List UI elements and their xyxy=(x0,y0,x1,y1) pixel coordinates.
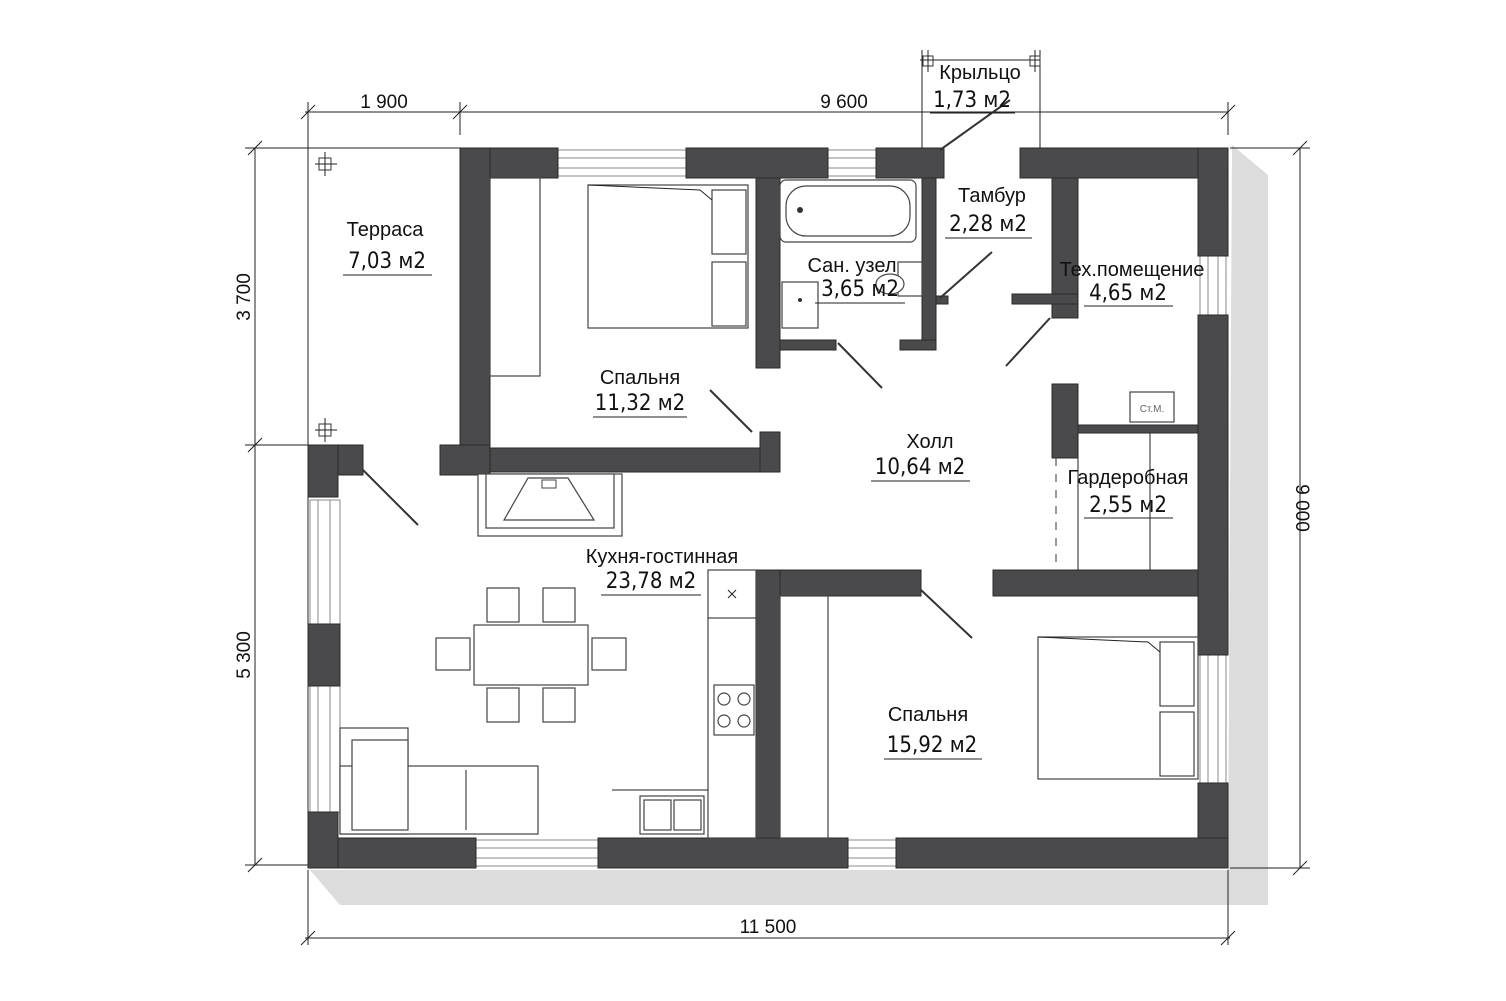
svg-text:7,03 м2: 7,03 м2 xyxy=(348,249,426,274)
svg-text:Спальня: Спальня xyxy=(888,704,968,726)
svg-text:Тамбур: Тамбур xyxy=(958,185,1026,207)
dimension-lines xyxy=(245,50,1310,946)
wardrobe-cabinet xyxy=(489,177,541,377)
room-label-bedroom1: Спальня 11,32 м2 xyxy=(593,367,687,418)
svg-text:1,73 м2: 1,73 м2 xyxy=(933,88,1011,113)
terrace-post-markers xyxy=(315,152,337,442)
walls xyxy=(307,147,1229,869)
bed-1 xyxy=(587,184,749,329)
svg-text:Кухня-гостинная: Кухня-гостинная xyxy=(586,546,739,568)
doors xyxy=(362,99,1051,639)
dim-top-left: 1 900 xyxy=(360,92,408,113)
svg-text:Гардеробная: Гардеробная xyxy=(1068,467,1189,489)
dim-bottom: 11 500 xyxy=(740,917,797,938)
svg-text:Спальня: Спальня xyxy=(600,367,680,389)
boiler-box xyxy=(1129,391,1175,423)
room-label-kitchen: Кухня-гостинная 23,78 м2 xyxy=(586,546,739,596)
svg-text:2,28 м2: 2,28 м2 xyxy=(949,212,1027,237)
svg-text:Холл: Холл xyxy=(906,431,953,453)
sofa xyxy=(339,727,539,835)
svg-text:23,78 м2: 23,78 м2 xyxy=(606,569,696,594)
svg-text:15,92 м2: 15,92 м2 xyxy=(887,733,977,758)
dim-left-bottom: 5 300 xyxy=(234,631,255,679)
room-label-bathroom: Сан. узел 3,65 м2 xyxy=(807,255,905,304)
room-label-porch: Крыльцо 1,73 м2 xyxy=(930,62,1021,114)
fireplace xyxy=(477,473,623,537)
room-label-vestibule: Тамбур 2,28 м2 xyxy=(945,185,1032,239)
room-label-utility: Тех.помещение 4,65 м2 xyxy=(1060,259,1205,307)
svg-text:3,65 м2: 3,65 м2 xyxy=(821,277,899,302)
svg-text:10,64 м2: 10,64 м2 xyxy=(875,455,965,480)
svg-text:11,32 м2: 11,32 м2 xyxy=(595,391,685,416)
svg-text:Тех.помещение: Тех.помещение xyxy=(1060,259,1205,281)
room-label-hall: Холл 10,64 м2 xyxy=(871,431,970,482)
kitchen-counter xyxy=(612,569,757,839)
wardrobe-partition xyxy=(1055,433,1151,570)
bathtub xyxy=(779,179,917,243)
svg-text:4,65 м2: 4,65 м2 xyxy=(1089,281,1167,306)
porch-post-markers xyxy=(922,50,1041,72)
room-label-bedroom2: Спальня 15,92 м2 xyxy=(884,704,982,760)
dim-right: 9 000 xyxy=(1291,484,1312,532)
room-label-wardrobe: Гардеробная 2,55 м2 xyxy=(1068,467,1189,519)
svg-text:Терраса: Терраса xyxy=(347,219,425,241)
room-label-terrace: Терраса 7,03 м2 xyxy=(343,219,432,276)
svg-text:2,55 м2: 2,55 м2 xyxy=(1089,493,1167,518)
dim-top-right: 9 600 xyxy=(820,92,868,113)
windows xyxy=(309,149,1227,867)
bedroom2-wardrobe xyxy=(779,595,829,839)
svg-text:Сан. узел: Сан. узел xyxy=(807,255,896,277)
bed-2 xyxy=(1037,636,1199,780)
bathroom-sink xyxy=(781,281,819,329)
dining-set xyxy=(435,587,627,723)
boiler-label: Ст.М. xyxy=(1140,404,1165,415)
toilet xyxy=(875,261,923,297)
dim-left-top: 3 700 xyxy=(234,273,255,321)
svg-text:Крыльцо: Крыльцо xyxy=(939,62,1021,84)
